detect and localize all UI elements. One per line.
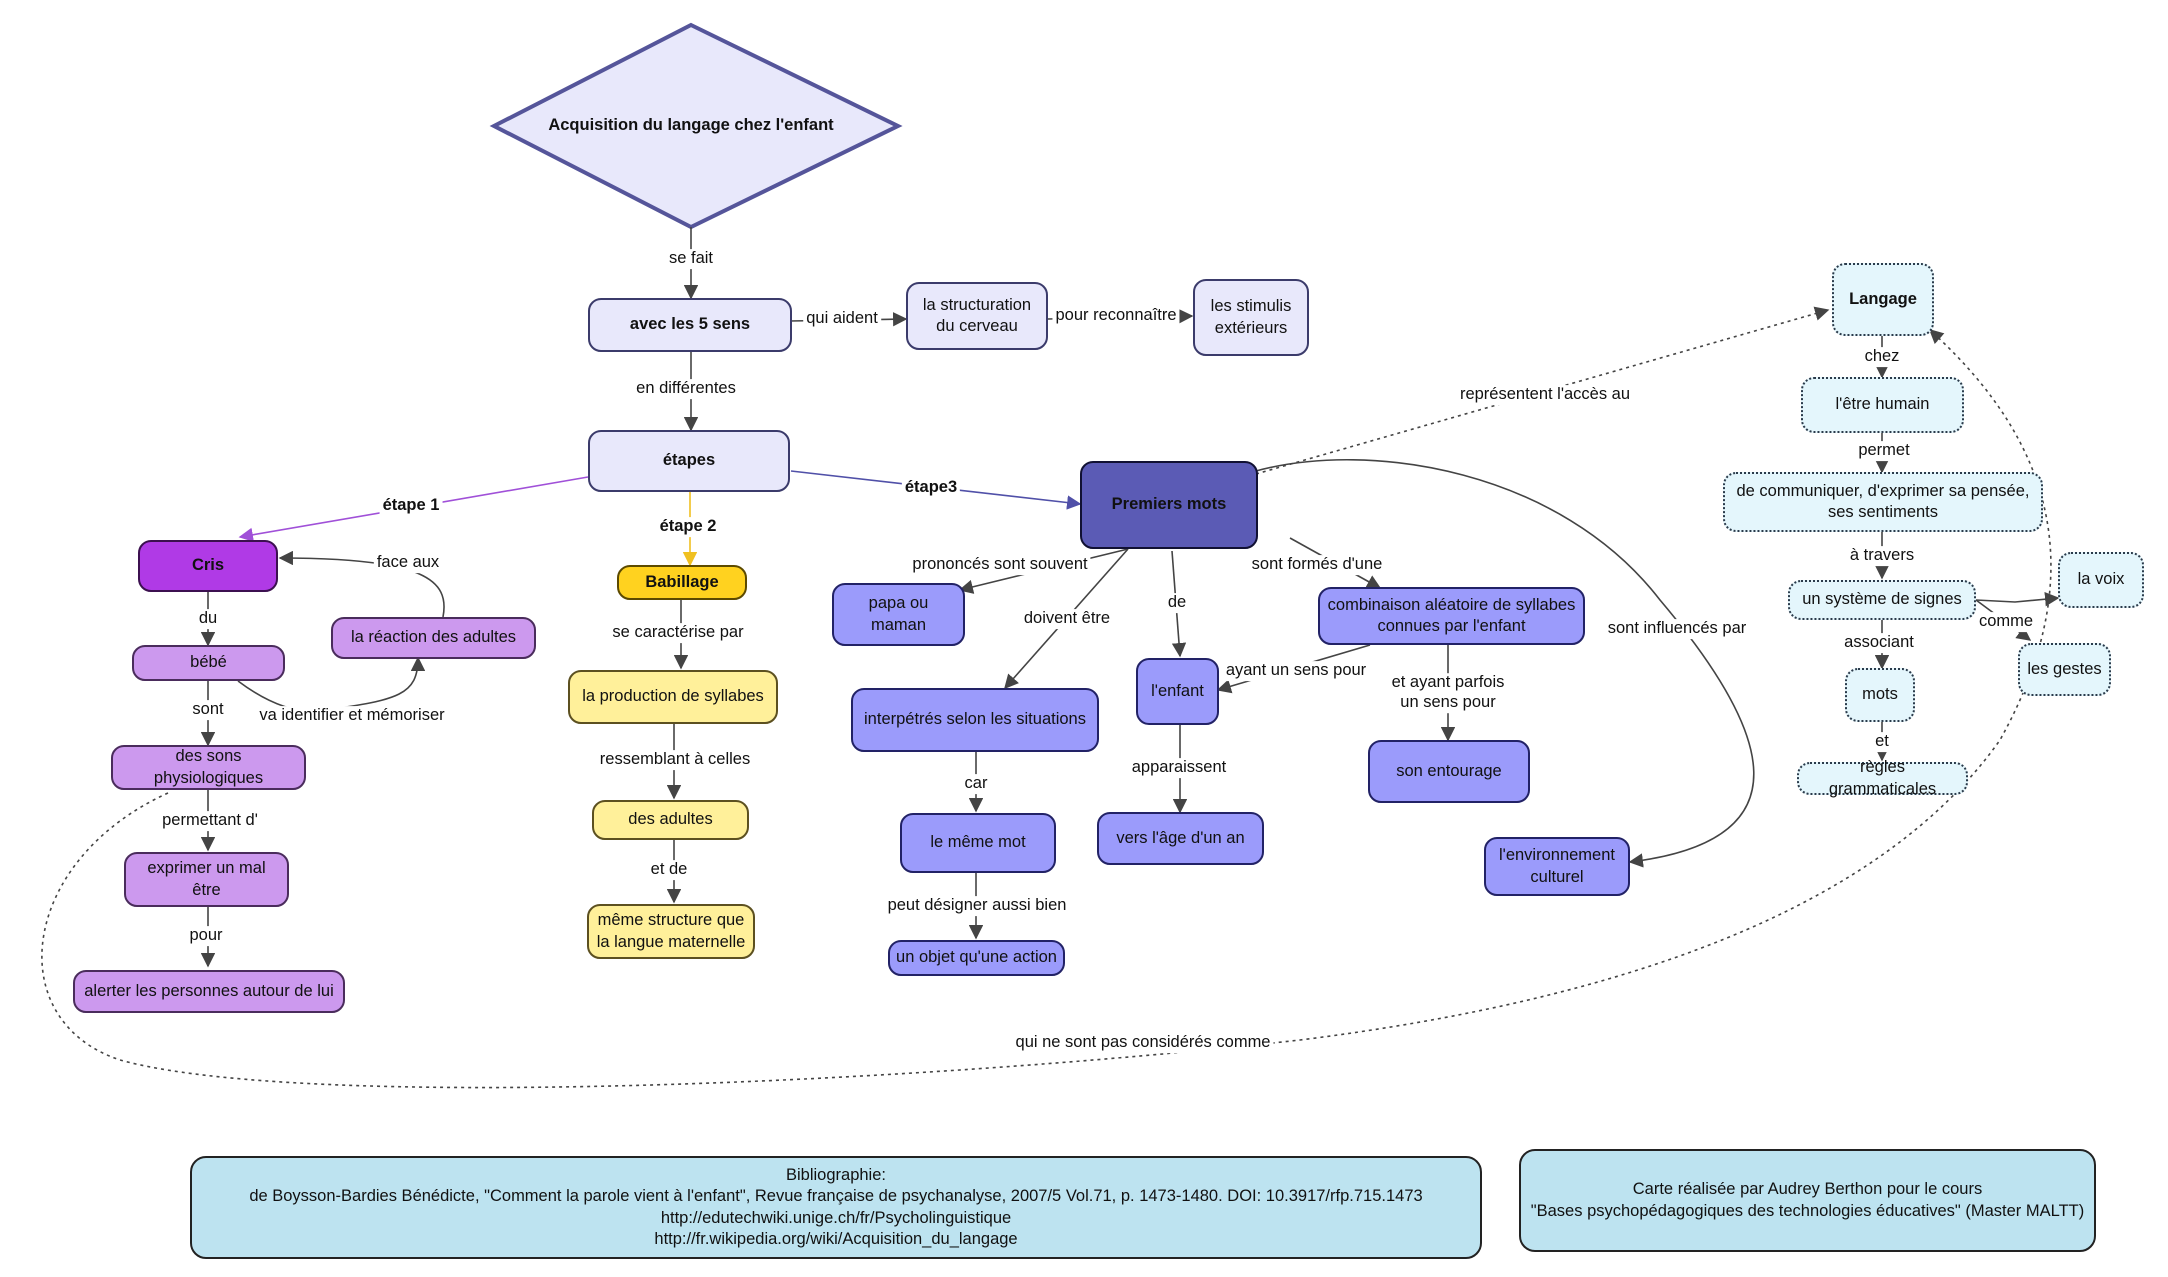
- node-combinaison[interactable]: combinaison aléatoire de syllabes connue…: [1318, 587, 1585, 645]
- label-a-travers: à travers: [1846, 546, 1918, 566]
- label-prononces: prononcés sont souvent: [909, 555, 1091, 575]
- node-sens[interactable]: avec les 5 sens: [588, 298, 792, 352]
- node-age[interactable]: vers l'âge d'un an: [1097, 812, 1264, 865]
- node-meme-mot[interactable]: le même mot: [900, 813, 1056, 873]
- label-ayant-sens: ayant un sens pour: [1222, 661, 1370, 681]
- label-ressemblant: ressemblant à celles: [596, 750, 754, 770]
- node-regles[interactable]: règles grammaticales: [1797, 758, 1968, 798]
- bibliography-box: Bibliographie: de Boysson-Bardies Bénédi…: [190, 1156, 1482, 1259]
- bibliography-heading: Bibliographie:: [786, 1165, 886, 1184]
- node-premiers-mots[interactable]: Premiers mots: [1080, 461, 1258, 549]
- label-permet: permet: [1855, 441, 1913, 461]
- node-meme-structure[interactable]: même structure que la langue maternelle: [587, 904, 755, 959]
- node-systeme[interactable]: un système de signes: [1788, 580, 1976, 620]
- node-objet[interactable]: un objet qu'une action: [888, 940, 1065, 976]
- credits-line-2: "Bases psychopédagogiques des technologi…: [1530, 1201, 2085, 1220]
- node-structuration[interactable]: la structuration du cerveau: [906, 282, 1048, 350]
- label-permettant: permettant d': [159, 811, 261, 831]
- node-reaction[interactable]: la réaction des adultes: [331, 617, 536, 659]
- node-interpretes[interactable]: interpétrés selon les situations: [851, 688, 1099, 752]
- label-etape-2: étape 2: [656, 517, 720, 537]
- label-en-differentes: en différentes: [633, 379, 739, 399]
- credits-box: Carte réalisée par Audrey Berthon pour l…: [1519, 1149, 2096, 1252]
- label-pour: pour: [186, 926, 226, 946]
- label-car: car: [961, 774, 991, 794]
- node-enfant[interactable]: l'enfant: [1136, 658, 1219, 725]
- label-du: du: [195, 609, 221, 629]
- node-mots[interactable]: mots: [1845, 668, 1915, 722]
- label-associant: associant: [1841, 633, 1917, 653]
- label-etape-1: étape 1: [379, 496, 443, 516]
- label-sont-formes: sont formés d'une: [1248, 555, 1386, 575]
- label-pas-considerees: qui ne sont pas considérés comme: [1012, 1033, 1274, 1053]
- node-alerter[interactable]: alerter les personnes autour de lui: [73, 970, 345, 1013]
- node-etre-humain[interactable]: l'être humain: [1801, 377, 1964, 433]
- label-et-de: et de: [647, 860, 691, 880]
- node-stimulis[interactable]: les stimulis extérieurs: [1193, 279, 1309, 356]
- label-face-aux: face aux: [373, 553, 443, 573]
- label-sont-influences: sont influencés par: [1604, 619, 1750, 639]
- bibliography-ref-1: de Boysson-Bardies Bénédicte, "Comment l…: [249, 1187, 1423, 1206]
- node-mal-etre[interactable]: exprimer un mal être: [124, 852, 289, 907]
- label-pour-reconnaitre: pour reconnaître: [1052, 306, 1180, 326]
- label-sont: sont: [189, 700, 227, 720]
- node-voix[interactable]: la voix: [2058, 552, 2144, 608]
- label-apparaissent: apparaissent: [1128, 758, 1230, 778]
- label-et: et: [1872, 732, 1892, 752]
- node-gestes[interactable]: les gestes: [2018, 643, 2111, 696]
- label-se-fait: se fait: [665, 249, 717, 269]
- label-peut-designer: peut désigner aussi bien: [884, 896, 1070, 916]
- node-adultes[interactable]: des adultes: [592, 800, 749, 840]
- node-babillage[interactable]: Babillage: [617, 565, 747, 600]
- label-doivent-etre: doivent être: [1020, 609, 1114, 629]
- label-comme: comme: [1975, 612, 2037, 632]
- title-node[interactable]: Acquisition du langage chez l'enfant: [548, 116, 834, 135]
- label-se-caracterise: se caractérise par: [609, 623, 747, 643]
- node-bebe[interactable]: bébé: [132, 645, 285, 681]
- node-papa[interactable]: papa ou maman: [832, 583, 965, 646]
- node-etapes[interactable]: étapes: [588, 430, 790, 492]
- node-entourage[interactable]: son entourage: [1368, 740, 1530, 803]
- label-qui-aident: qui aident: [803, 309, 881, 329]
- node-cris[interactable]: Cris: [138, 540, 278, 592]
- label-et-ayant: et ayant parfois un sens pour: [1380, 673, 1516, 713]
- bibliography-ref-3: http://fr.wikipedia.org/wiki/Acquisition…: [654, 1229, 1018, 1248]
- node-communiquer[interactable]: de communiquer, d'exprimer sa pensée, se…: [1723, 472, 2043, 532]
- label-representent: représentent l'accès au: [1456, 385, 1634, 405]
- label-etape-3: étape3: [901, 478, 961, 498]
- bibliography-ref-2: http://edutechwiki.unige.ch/fr/Psycholin…: [660, 1208, 1012, 1227]
- label-chez: chez: [1861, 347, 1903, 367]
- credits-line-1: Carte réalisée par Audrey Berthon pour l…: [1632, 1180, 1983, 1199]
- node-environnement[interactable]: l'environnement culturel: [1484, 837, 1630, 896]
- node-production[interactable]: la production de syllabes: [568, 670, 778, 724]
- label-de: de: [1164, 593, 1190, 613]
- label-va-identifier: va identifier et mémoriser: [256, 706, 448, 726]
- node-langage[interactable]: Langage: [1832, 263, 1934, 336]
- node-sons[interactable]: des sons physiologiques: [111, 745, 306, 790]
